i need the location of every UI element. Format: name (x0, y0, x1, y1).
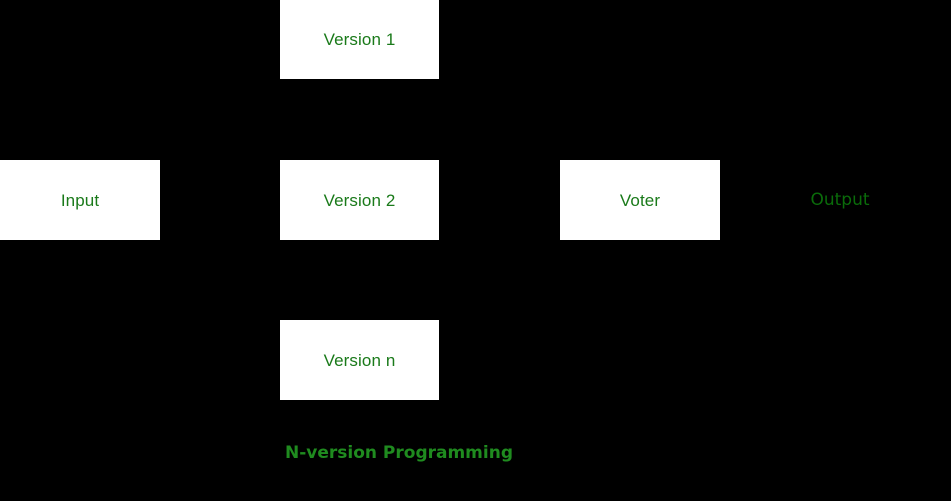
connector-version-n-to-voter (439, 194, 560, 361)
label-output: Output (780, 185, 900, 215)
connector-input-to-version-1 (160, 34, 280, 201)
node-version-1[interactable]: Version 1 (280, 0, 439, 79)
node-version-1-label: Version 1 (323, 30, 396, 49)
node-voter-label: Voter (619, 190, 661, 210)
label-output-text: Output (810, 189, 870, 210)
node-version-2-label: Version 2 (323, 190, 396, 210)
diagram-caption-text: N-version Programming (285, 443, 513, 463)
node-voter[interactable]: Voter (560, 160, 720, 240)
node-version-n[interactable]: Version n (280, 320, 439, 400)
connector-input-to-version-n (160, 199, 280, 366)
diagram-caption: N-version Programming (285, 445, 513, 462)
node-input[interactable]: Input (0, 160, 160, 240)
node-version-n-label: Version n (323, 350, 396, 370)
connector-version-1-to-voter (439, 39, 560, 206)
node-input-label: Input (60, 190, 100, 210)
node-version-2[interactable]: Version 2 (280, 160, 439, 240)
